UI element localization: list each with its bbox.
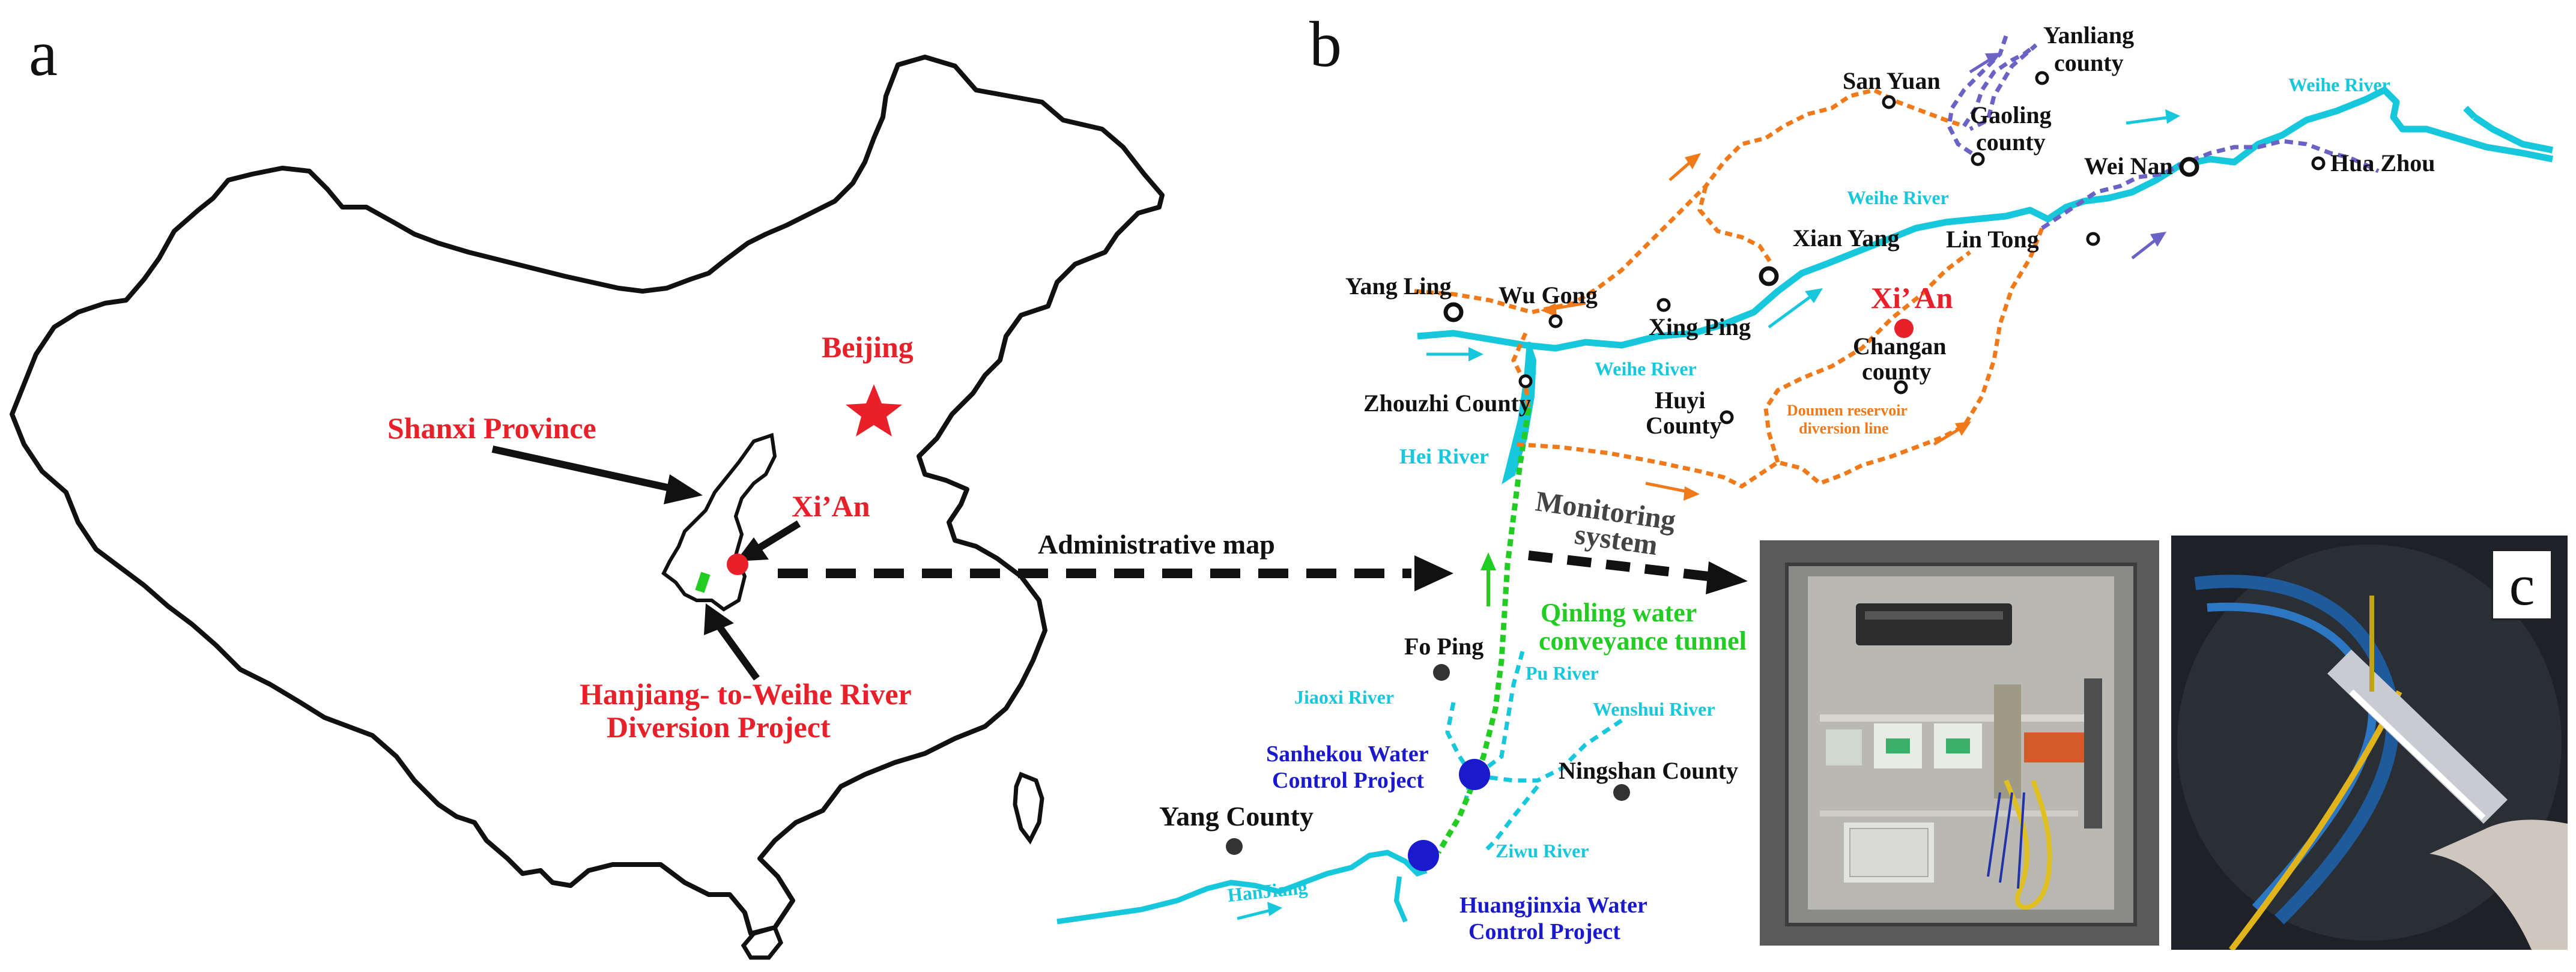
yanliang-label-2: county <box>2054 49 2124 76</box>
qinling-tunnel <box>1436 408 1532 854</box>
sanhekou-marker <box>1459 759 1490 790</box>
doumen-label-2: diversion line <box>1799 420 1889 437</box>
purple-line-north <box>1962 43 2038 131</box>
huangjinxia-marker <box>1408 840 1439 871</box>
hainan-outline <box>741 925 784 960</box>
pu-river <box>1476 651 1525 776</box>
shanxi-arrowhead-icon <box>664 474 703 504</box>
xian-label-b: Xi’ An <box>1871 281 1953 315</box>
monitoring-cabinet-photo <box>1760 540 2159 946</box>
monitoring-arrowhead-icon <box>1706 561 1748 594</box>
zhouzhi-label: Zhouzhi County <box>1363 390 1531 417</box>
orange-network-line-2 <box>1763 250 1972 463</box>
ziwu-river <box>1482 785 1539 854</box>
panel-c-letter: c <box>2491 549 2553 620</box>
xing-ping-label: Xing Ping <box>1649 313 1751 340</box>
wenshui-river <box>1489 719 1623 783</box>
weihe-river-end <box>2463 106 2554 154</box>
jiaoxi-river <box>1445 702 1480 803</box>
lin-tong-label: Lin Tong <box>1946 226 2039 253</box>
project-arrow <box>715 622 760 681</box>
panel-a-letter: a <box>29 18 58 89</box>
jiaoxi-river-label: Jiaoxi River <box>1294 686 1394 708</box>
weihe-river-label-3: Weihe River <box>1595 358 1697 379</box>
fo-ping-label: Fo Ping <box>1404 633 1483 660</box>
administrative-map-label: Administrative map <box>1038 529 1275 560</box>
huyi-label-2: County <box>1646 412 1722 439</box>
tunnel-label-2: conveyance tunnel <box>1539 626 1747 656</box>
gaoling-label-1: Gaoling <box>1970 101 2052 128</box>
sensor-probe-photo <box>2171 536 2568 950</box>
wei-nan-label: Wei Nan <box>2084 152 2173 180</box>
huyi-label-1: Huyi <box>1655 387 1705 414</box>
xian-label-a: Xi’An <box>792 489 870 523</box>
hanjiang-river <box>1056 850 1428 925</box>
wu-gong-label: Wu Gong <box>1499 282 1598 309</box>
project-label-line1: Hanjiang- to-Weihe River <box>580 677 912 711</box>
pu-river-label: Pu River <box>1526 662 1599 684</box>
purple-line-east <box>2041 139 2380 230</box>
administrative-map-arrowhead-icon <box>1414 555 1453 591</box>
changan-label-1: Changan <box>1853 333 1947 360</box>
tunnel-flow-arrowhead-icon <box>1480 552 1496 570</box>
xian-yang-label: Xian Yang <box>1793 225 1899 252</box>
county-dots <box>1226 664 1630 855</box>
yanliang-label-1: Yanliang <box>2043 22 2134 49</box>
hanjiang-label: HanJiang <box>1226 876 1308 906</box>
shanxi-arrow <box>491 445 677 493</box>
shanxi-province-label: Shanxi Province <box>387 411 596 445</box>
ningshan-label: Ningshan County <box>1559 757 1738 784</box>
panel-b-letter: b <box>1309 9 1342 80</box>
xian-dot-b <box>1894 319 1914 338</box>
weihe-river <box>1417 86 2554 352</box>
tunnel-label-1: Qinling water <box>1541 598 1697 627</box>
monitoring-link <box>1528 551 1709 581</box>
hanjiang-branch <box>1393 876 1408 923</box>
shanxi-province-outline <box>661 433 777 612</box>
yang-ling-label: Yang Ling <box>1345 273 1452 300</box>
taiwan-outline <box>1013 771 1044 845</box>
project-marker-a <box>695 572 711 593</box>
changan-label-2: county <box>1862 358 1932 385</box>
flow-arrows <box>1237 53 2180 920</box>
weihe-river-label-2: Weihe River <box>1847 187 1949 208</box>
huangjinxia-label-1: Huangjinxia Water <box>1459 893 1647 918</box>
huangjinxia-label-2: Control Project <box>1468 919 1620 944</box>
weihe-river-label-1: Weihe River <box>2288 74 2390 95</box>
china-outline <box>10 55 1165 936</box>
doumen-diversion-line <box>1516 227 2044 489</box>
project-label-line2: Diversion Project <box>607 710 831 744</box>
hei-river-label: Hei River <box>1399 444 1489 468</box>
orange-network-line-5 <box>1511 332 1531 409</box>
xian-dot-a <box>727 554 748 575</box>
place-markers <box>1443 71 2326 424</box>
orange-network-line-4 <box>1697 186 1774 265</box>
xian-arrowhead-icon <box>736 537 769 561</box>
wenshui-river-label: Wenshui River <box>1593 698 1715 720</box>
hua-zhou-label: Hua Zhou <box>2330 149 2435 177</box>
project-arrowhead-icon <box>704 603 734 635</box>
sanhekou-label-2: Control Project <box>1272 768 1424 793</box>
sanhekou-label-1: Sanhekou Water <box>1266 741 1429 767</box>
purple-line-gaoling <box>1947 35 2008 158</box>
san-yuan-label: San Yuan <box>1843 67 1941 94</box>
ziwu-river-label: Ziwu River <box>1496 840 1589 862</box>
yang-county-label: Yang County <box>1159 801 1314 832</box>
xian-arrow <box>754 520 801 553</box>
gaoling-label-2: county <box>1976 128 2046 155</box>
doumen-label-1: Doumen reservoir <box>1787 402 1908 419</box>
beijing-star-icon <box>846 384 902 436</box>
beijing-label: Beijing <box>822 330 914 364</box>
